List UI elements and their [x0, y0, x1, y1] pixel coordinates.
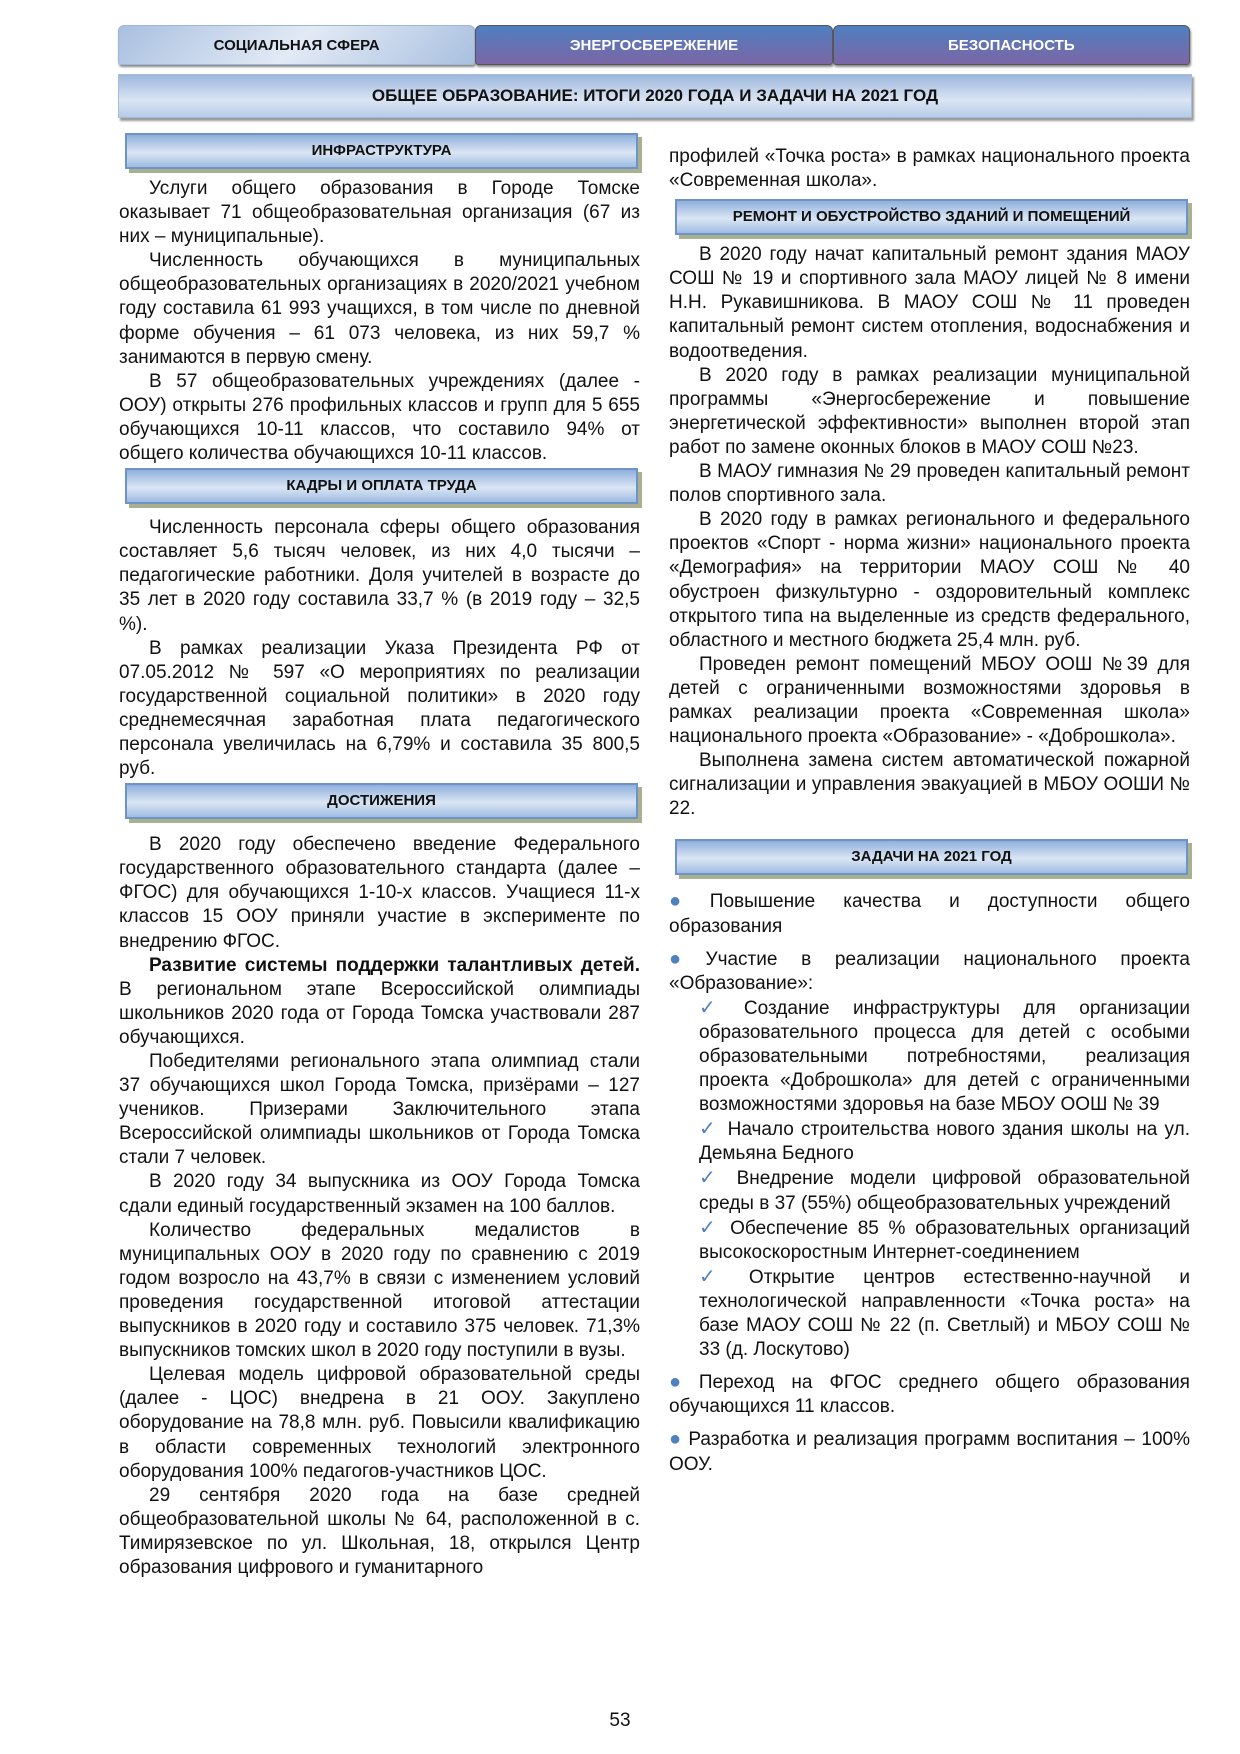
heading-repair: РЕМОНТ И ОБУСТРОЙСТВО ЗДАНИЙ И ПОМЕЩЕНИЙ	[675, 199, 1188, 236]
check-item: ✓Открытие центров естественно-научной и …	[669, 1265, 1190, 1362]
heading-infrastructure: ИНФРАСТРУКТУРА	[125, 133, 638, 169]
check-item-text: Начало строительства нового здания школы…	[699, 1119, 1190, 1165]
tab-social[interactable]: СОЦИАЛЬНАЯ СФЕРА	[118, 25, 476, 65]
paragraph: Победителями регионального этапа олимпиа…	[119, 1051, 640, 1169]
paragraph: Услуги общего образования в Городе Томск…	[119, 178, 640, 248]
paragraph: В 2020 году начат капитальный ремонт зда…	[669, 244, 1190, 362]
list-item-text: Разработка и реализация программ воспита…	[669, 1429, 1190, 1475]
check-item: ✓Обеспечение 85 % образовательных органи…	[669, 1216, 1190, 1265]
paragraph: В рамках реализации Указа Президента РФ …	[119, 637, 640, 780]
paragraph-text: В региональном этапе Всероссийской олимп…	[119, 978, 640, 1048]
paragraph: Целевая модель цифровой образовательной …	[119, 1364, 640, 1482]
paragraph: профилей «Точка роста» в рамках национал…	[669, 146, 1190, 192]
bullet-icon: ●	[669, 947, 700, 970]
paragraph: В МАОУ гимназия № 29 проведен капитальны…	[669, 461, 1190, 507]
check-item: ✓Начало строительства нового здания школ…	[669, 1117, 1190, 1166]
list-item-text: Участие в реализации национального проек…	[669, 948, 1190, 994]
list-item-text: Переход на ФГОС среднего общего образова…	[669, 1372, 1190, 1418]
check-icon: ✓	[699, 1265, 739, 1288]
check-item-text: Открытие центров естественно-научной и т…	[699, 1266, 1190, 1361]
paragraph: В 57 общеобразовательных учреждениях (да…	[119, 370, 640, 465]
paragraph: 29 сентября 2020 года на базе средней об…	[119, 1484, 640, 1578]
paragraph: В 2020 году в рамках реализации муниципа…	[669, 364, 1190, 458]
bullet-icon: ●	[669, 1371, 693, 1394]
check-icon: ✓	[699, 1118, 718, 1141]
heading-achievements: ДОСТИЖЕНИЯ	[125, 783, 638, 820]
bold-lead: Развитие системы поддержки талантливых д…	[149, 954, 640, 976]
check-item: ✓Создание инфраструктуры для организации…	[669, 996, 1190, 1117]
list-item: ●Участие в реализации национального прое…	[669, 947, 1190, 996]
check-icon: ✓	[699, 996, 734, 1019]
check-item: ✓Внедрение модели цифровой образовательн…	[669, 1166, 1190, 1215]
list-item: ●Повышение качества и доступности общего…	[669, 889, 1190, 938]
paragraph: Численность обучающихся в муниципальных …	[119, 250, 640, 368]
heading-tasks: ЗАДАЧИ НА 2021 ГОД	[675, 839, 1188, 876]
right-column: профилей «Точка роста» в рамках национал…	[669, 145, 1190, 1477]
paragraph: В 2020 году в рамках регионального и фед…	[669, 509, 1190, 651]
paragraph: Количество федеральных медалистов в муни…	[119, 1219, 640, 1362]
tab-safety[interactable]: БЕЗОПАСНОСТЬ	[832, 25, 1190, 65]
paragraph: В 2020 году обеспечено введение Федераль…	[119, 834, 640, 952]
page-number: 53	[609, 1710, 631, 1731]
check-icon: ✓	[699, 1167, 727, 1190]
bullet-icon: ●	[669, 890, 704, 913]
check-item-text: Создание инфраструктуры для организации …	[699, 997, 1190, 1116]
tab-energy[interactable]: ЭНЕРГОСБЕРЕЖЕНИЕ	[475, 25, 833, 65]
paragraph: В 2020 году 34 выпускника из ООУ Города …	[119, 1171, 640, 1217]
paragraph: Проведен ремонт помещений МБОУ ООШ №39 д…	[669, 653, 1190, 748]
paragraph: Развитие системы поддержки талантливых д…	[119, 954, 640, 1050]
list-item-text: Повышение качества и доступности общего …	[669, 891, 1190, 937]
paragraph: Численность персонала сферы общего образ…	[119, 517, 640, 635]
list-item: ●Переход на ФГОС среднего общего образов…	[669, 1370, 1190, 1419]
list-item: ●Разработка и реализация программ воспит…	[669, 1427, 1190, 1476]
paragraph: Выполнена замена систем автоматической п…	[669, 750, 1190, 820]
check-icon: ✓	[699, 1216, 721, 1239]
bullet-icon: ●	[669, 1428, 683, 1451]
left-column: ИНФРАСТРУКТУРА Услуги общего образования…	[119, 133, 640, 1580]
page-title: ОБЩЕЕ ОБРАЗОВАНИЕ: ИТОГИ 2020 ГОДА И ЗАД…	[118, 74, 1192, 118]
check-item-text: Обеспечение 85 % образовательных организ…	[699, 1217, 1190, 1263]
check-item-text: Внедрение модели цифровой образовательно…	[699, 1168, 1190, 1214]
section-tabs: СОЦИАЛЬНАЯ СФЕРА ЭНЕРГОСБЕРЕЖЕНИЕ БЕЗОПА…	[118, 25, 1190, 65]
heading-staff: КАДРЫ И ОПЛАТА ТРУДА	[125, 468, 638, 505]
